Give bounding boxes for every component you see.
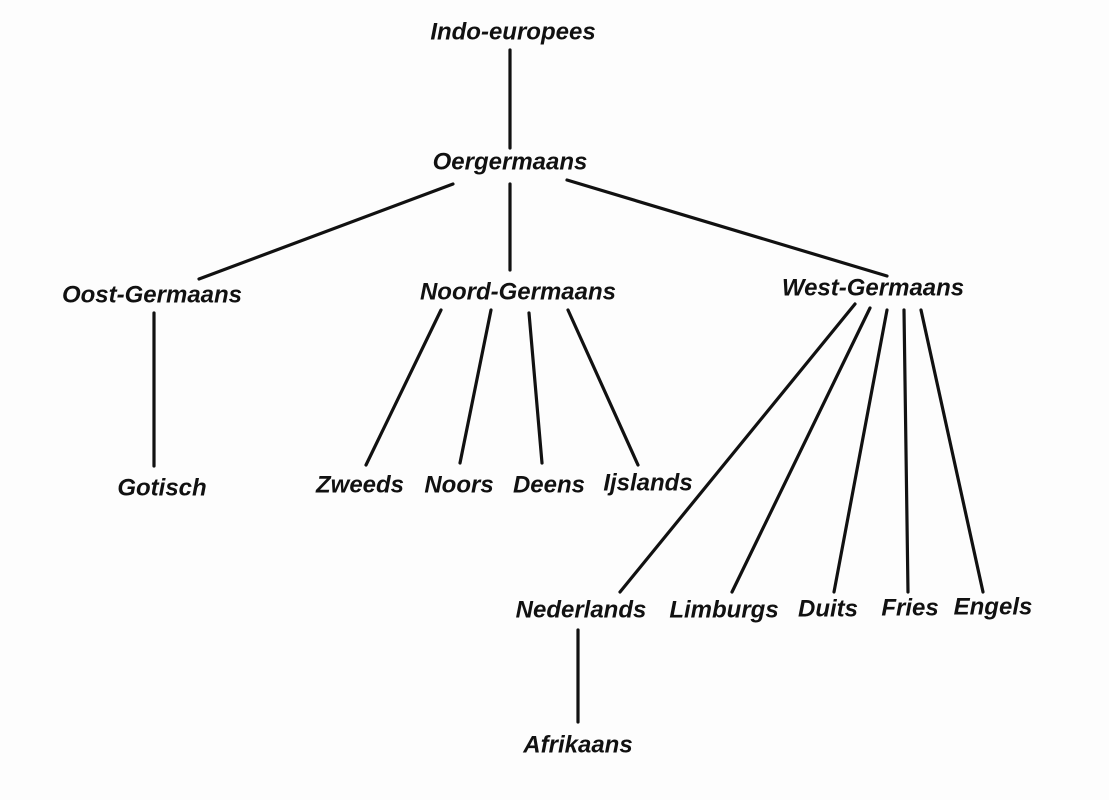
node-engels: Engels xyxy=(954,593,1033,620)
edge-oergermaans-to-oost-germaans xyxy=(197,182,455,281)
edge-west-germaans-to-fries xyxy=(902,308,910,594)
edge-noord-germaans-to-zweeds xyxy=(364,308,443,467)
node-fries: Fries xyxy=(881,594,938,621)
tree-edges xyxy=(152,48,985,724)
node-limburgs: Limburgs xyxy=(669,596,778,623)
node-noord-germaans: Noord-Germaans xyxy=(420,278,616,305)
edge-noord-germaans-to-deens xyxy=(527,311,544,465)
edge-west-germaans-to-nederlands xyxy=(618,302,857,594)
node-deens: Deens xyxy=(513,471,585,498)
node-indo-europees: Indo-europees xyxy=(430,18,595,45)
node-noors: Noors xyxy=(424,471,493,498)
edge-noord-germaans-to-noors xyxy=(458,308,493,465)
edge-west-germaans-to-duits xyxy=(832,308,889,594)
node-nederlands: Nederlands xyxy=(516,596,647,623)
node-gotisch: Gotisch xyxy=(117,474,206,501)
node-afrikaans: Afrikaans xyxy=(522,731,632,758)
node-west-germaans: West-Germaans xyxy=(782,274,964,301)
node-duits: Duits xyxy=(798,595,858,622)
node-zweeds: Zweeds xyxy=(315,471,404,498)
edge-noord-germaans-to-ijslands xyxy=(566,308,640,467)
edge-west-germaans-to-engels xyxy=(919,308,985,594)
node-oergermaans: Oergermaans xyxy=(433,148,588,175)
edge-west-germaans-to-limburgs xyxy=(730,306,872,594)
edge-oergermaans-to-west-germaans xyxy=(565,178,889,278)
node-oost-germaans: Oost-Germaans xyxy=(62,281,242,308)
node-ijslands: Ijslands xyxy=(603,469,692,496)
